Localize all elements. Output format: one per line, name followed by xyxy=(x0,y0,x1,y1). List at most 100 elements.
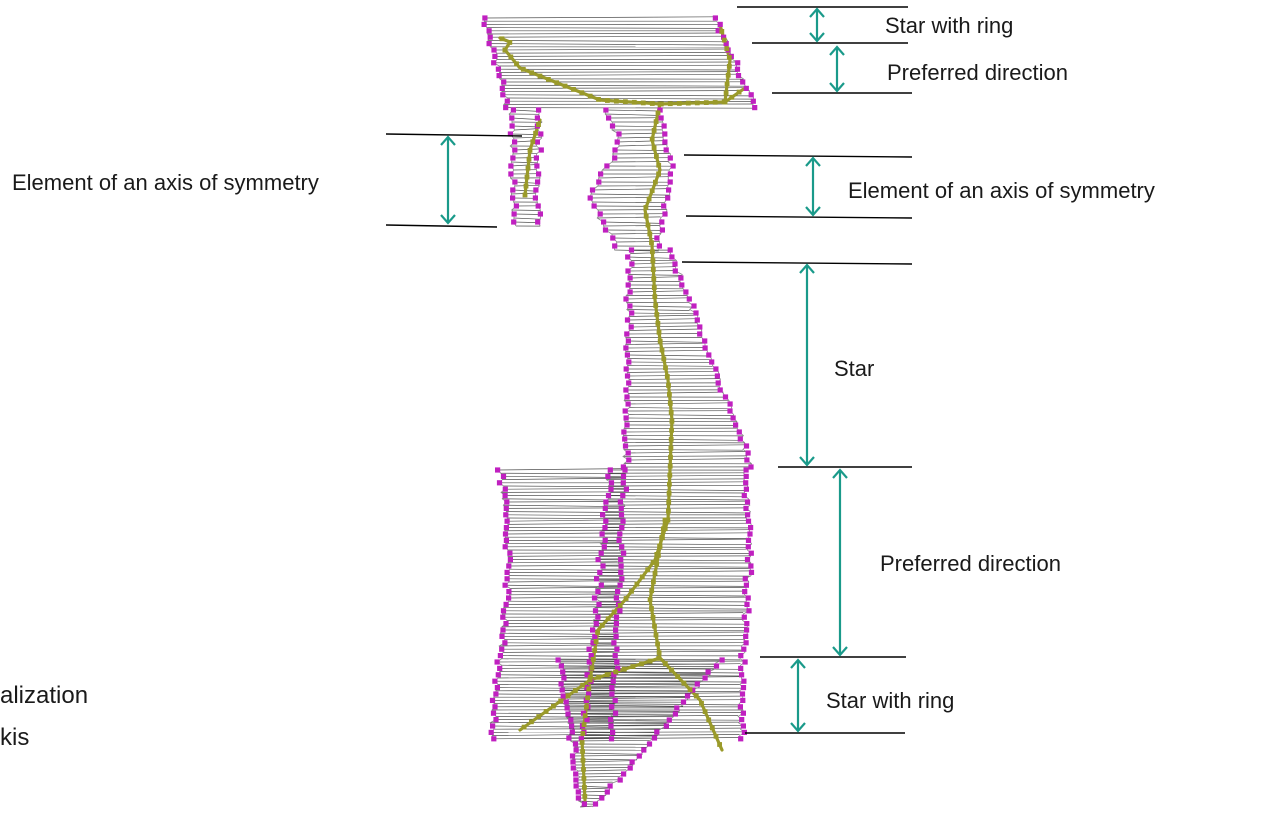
boundary-point xyxy=(749,92,754,97)
mesh-line xyxy=(499,65,736,66)
axis-point xyxy=(591,657,596,662)
boundary-point xyxy=(495,659,500,664)
boundary-point xyxy=(621,480,626,485)
boundary-point xyxy=(603,538,608,543)
label-star: Star xyxy=(834,356,874,381)
boundary-point xyxy=(539,147,544,152)
mesh-line xyxy=(513,110,538,111)
boundary-point xyxy=(614,595,619,600)
axis-point xyxy=(649,588,654,593)
boundary-point xyxy=(573,771,578,776)
boundary-point xyxy=(668,247,673,252)
axis-point xyxy=(668,464,673,469)
axis-point xyxy=(644,205,649,210)
boundary-point xyxy=(495,685,500,690)
mesh-line xyxy=(599,595,745,596)
boundary-point xyxy=(606,493,611,498)
mesh-line xyxy=(626,418,733,419)
boundary-point xyxy=(612,155,617,160)
mesh-line xyxy=(628,452,748,454)
mesh-line xyxy=(578,798,601,799)
axis-point xyxy=(666,509,671,514)
boundary-point xyxy=(603,519,608,524)
boundary-point xyxy=(600,563,605,568)
axis-point xyxy=(665,374,670,379)
boundary-point xyxy=(687,296,692,301)
mesh-line xyxy=(623,456,747,457)
boundary-point xyxy=(744,443,749,448)
boundary-point xyxy=(748,525,753,530)
mesh-line xyxy=(608,475,746,476)
boundary-point xyxy=(600,512,605,517)
mesh-line xyxy=(596,632,747,633)
boundary-point xyxy=(534,155,539,160)
boundary-point xyxy=(533,187,538,192)
boundary-point xyxy=(623,408,628,413)
boundary-point xyxy=(718,22,723,27)
boundary-point xyxy=(499,634,504,639)
boundary-point xyxy=(629,310,634,315)
boundary-point xyxy=(659,115,664,120)
boundary-point xyxy=(613,627,618,632)
mesh-line xyxy=(628,359,712,360)
boundary-point xyxy=(746,595,751,600)
boundary-point xyxy=(612,147,617,152)
boundary-point xyxy=(569,723,574,728)
axis-point xyxy=(588,678,593,683)
mesh-line xyxy=(630,408,732,409)
boundary-point xyxy=(499,647,504,652)
boundary-point xyxy=(582,801,587,806)
axis-point xyxy=(653,571,658,576)
boundary-point xyxy=(738,653,743,658)
boundary-point xyxy=(574,783,579,788)
boundary-point xyxy=(613,711,618,716)
boundary-point xyxy=(614,634,619,639)
axis-point xyxy=(651,258,656,263)
axis-point xyxy=(661,526,666,531)
boundary-point xyxy=(603,506,608,511)
boundary-point xyxy=(503,105,508,110)
mesh-line xyxy=(514,222,538,223)
boundary-point xyxy=(744,86,749,91)
boundary-point xyxy=(744,602,749,607)
axis-point xyxy=(669,446,674,451)
mesh-line xyxy=(585,722,738,723)
boundary-point xyxy=(665,195,670,200)
boundary-point xyxy=(496,672,501,677)
boundary-point xyxy=(590,627,595,632)
boundary-point xyxy=(647,741,652,746)
axis-point xyxy=(657,330,662,335)
axis-point xyxy=(645,567,650,572)
mesh-line xyxy=(619,145,667,146)
boundary-point xyxy=(568,717,573,722)
mesh-line xyxy=(630,306,694,307)
axis-point xyxy=(652,128,657,133)
boundary-point xyxy=(743,634,748,639)
boundary-point xyxy=(728,401,733,406)
boundary-point xyxy=(637,753,642,758)
boundary-point xyxy=(511,107,516,112)
axis-point xyxy=(551,704,556,709)
boundary-point xyxy=(609,691,614,696)
boundary-point xyxy=(748,563,753,568)
mesh-line xyxy=(494,49,728,50)
boundary-point xyxy=(738,704,743,709)
axis-point xyxy=(595,630,600,635)
axis-point xyxy=(584,704,589,709)
mesh-line xyxy=(627,334,700,335)
axis-point xyxy=(644,214,649,219)
boundary-point xyxy=(500,627,505,632)
boundary-point xyxy=(482,22,487,27)
boundary-point xyxy=(623,387,628,392)
boundary-point xyxy=(601,219,606,224)
axis-point xyxy=(641,101,646,106)
double-arrow xyxy=(806,158,820,215)
axis-point xyxy=(656,553,661,558)
axis-point xyxy=(650,249,655,254)
mesh-line xyxy=(490,36,723,37)
annotations: Star with ring Preferred direction Eleme… xyxy=(0,7,1155,751)
axis-point xyxy=(686,101,691,106)
segmented-object xyxy=(482,15,758,807)
boundary-point xyxy=(602,525,607,530)
boundary-point xyxy=(738,666,743,671)
